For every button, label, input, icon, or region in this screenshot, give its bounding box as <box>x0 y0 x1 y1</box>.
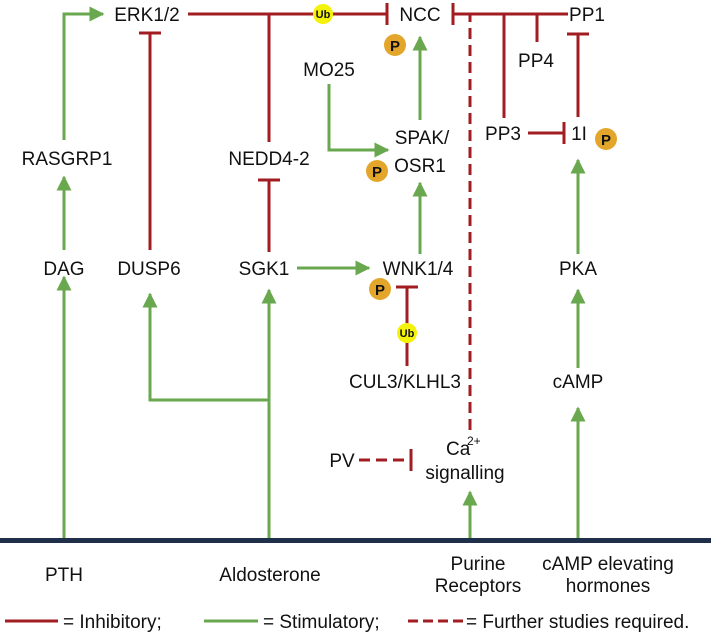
legend: = Inhibitory; = Stimulatory; = Further s… <box>5 612 689 633</box>
svg-text:P: P <box>372 164 382 181</box>
node-rasgrp1: RASGRP1 <box>22 149 113 170</box>
input-aldosterone: Aldosterone <box>219 565 320 586</box>
input-camp-hormones-line1: cAMP elevating <box>542 554 674 575</box>
ubiquitin-badges: Ub Ub <box>313 4 417 343</box>
phospho-badge-spak: P <box>366 160 388 182</box>
legend-inhibitory-label: = Inhibitory; <box>63 612 162 633</box>
further-study-edges <box>359 14 472 471</box>
node-ca-superscript: 2+ <box>467 434 481 448</box>
input-purine-line1: Purine <box>451 554 506 575</box>
node-sgk1: SGK1 <box>239 259 290 280</box>
node-erk: ERK1/2 <box>114 5 179 26</box>
input-purine-line2: Receptors <box>435 576 522 597</box>
svg-text:Ub: Ub <box>316 9 331 21</box>
legend-stimulatory-label: = Stimulatory; <box>263 612 380 633</box>
node-osr1: OSR1 <box>394 156 446 177</box>
phospho-badge-ncc: P <box>384 34 406 56</box>
node-1i: 1I <box>571 124 587 145</box>
ub-badge-wnk: Ub <box>397 323 417 343</box>
edge-aldo-dusp6 <box>142 292 269 402</box>
node-pp3: PP3 <box>485 124 521 145</box>
phospho-badges: P P P P <box>366 34 617 300</box>
phospho-badge-wnk: P <box>369 278 391 300</box>
node-pka: PKA <box>559 259 597 280</box>
node-nedd42: NEDD4-2 <box>228 149 309 170</box>
svg-text:P: P <box>601 132 611 149</box>
node-wnk: WNK1/4 <box>383 259 454 280</box>
node-pv: PV <box>329 451 355 472</box>
node-dag: DAG <box>43 259 84 280</box>
input-camp-hormones-line2: hormones <box>566 576 651 597</box>
svg-text:P: P <box>390 38 400 55</box>
node-cul3: CUL3/KLHL3 <box>349 372 461 393</box>
edge-mo25-spak <box>327 84 390 158</box>
input-pth: PTH <box>45 565 83 586</box>
edge-rasgrp1-erk <box>62 6 105 140</box>
membrane-line <box>0 538 711 543</box>
node-pp1: PP1 <box>569 5 605 26</box>
phospho-badge-1i: P <box>595 128 617 150</box>
node-pp4: PP4 <box>518 51 554 72</box>
node-signalling: signalling <box>425 463 504 484</box>
inhibitory-edges <box>139 3 589 366</box>
svg-text:P: P <box>375 282 385 299</box>
stimulatory-edges <box>56 6 586 540</box>
node-mo25: MO25 <box>303 60 355 81</box>
node-ncc: NCC <box>399 5 440 26</box>
legend-further-label: = Further studies required. <box>466 612 689 633</box>
svg-text:Ub: Ub <box>400 328 415 340</box>
node-labels: ERK1/2 NCC PP1 PP4 MO25 SPAK/ OSR1 PP3 1… <box>22 5 605 484</box>
ub-badge-ncc: Ub <box>313 4 333 24</box>
node-camp: cAMP <box>553 372 604 393</box>
node-ca: Ca <box>446 439 471 460</box>
node-dusp6: DUSP6 <box>117 259 180 280</box>
node-spak: SPAK/ <box>395 128 450 149</box>
input-labels: PTH Aldosterone Purine Receptors cAMP el… <box>45 554 674 597</box>
